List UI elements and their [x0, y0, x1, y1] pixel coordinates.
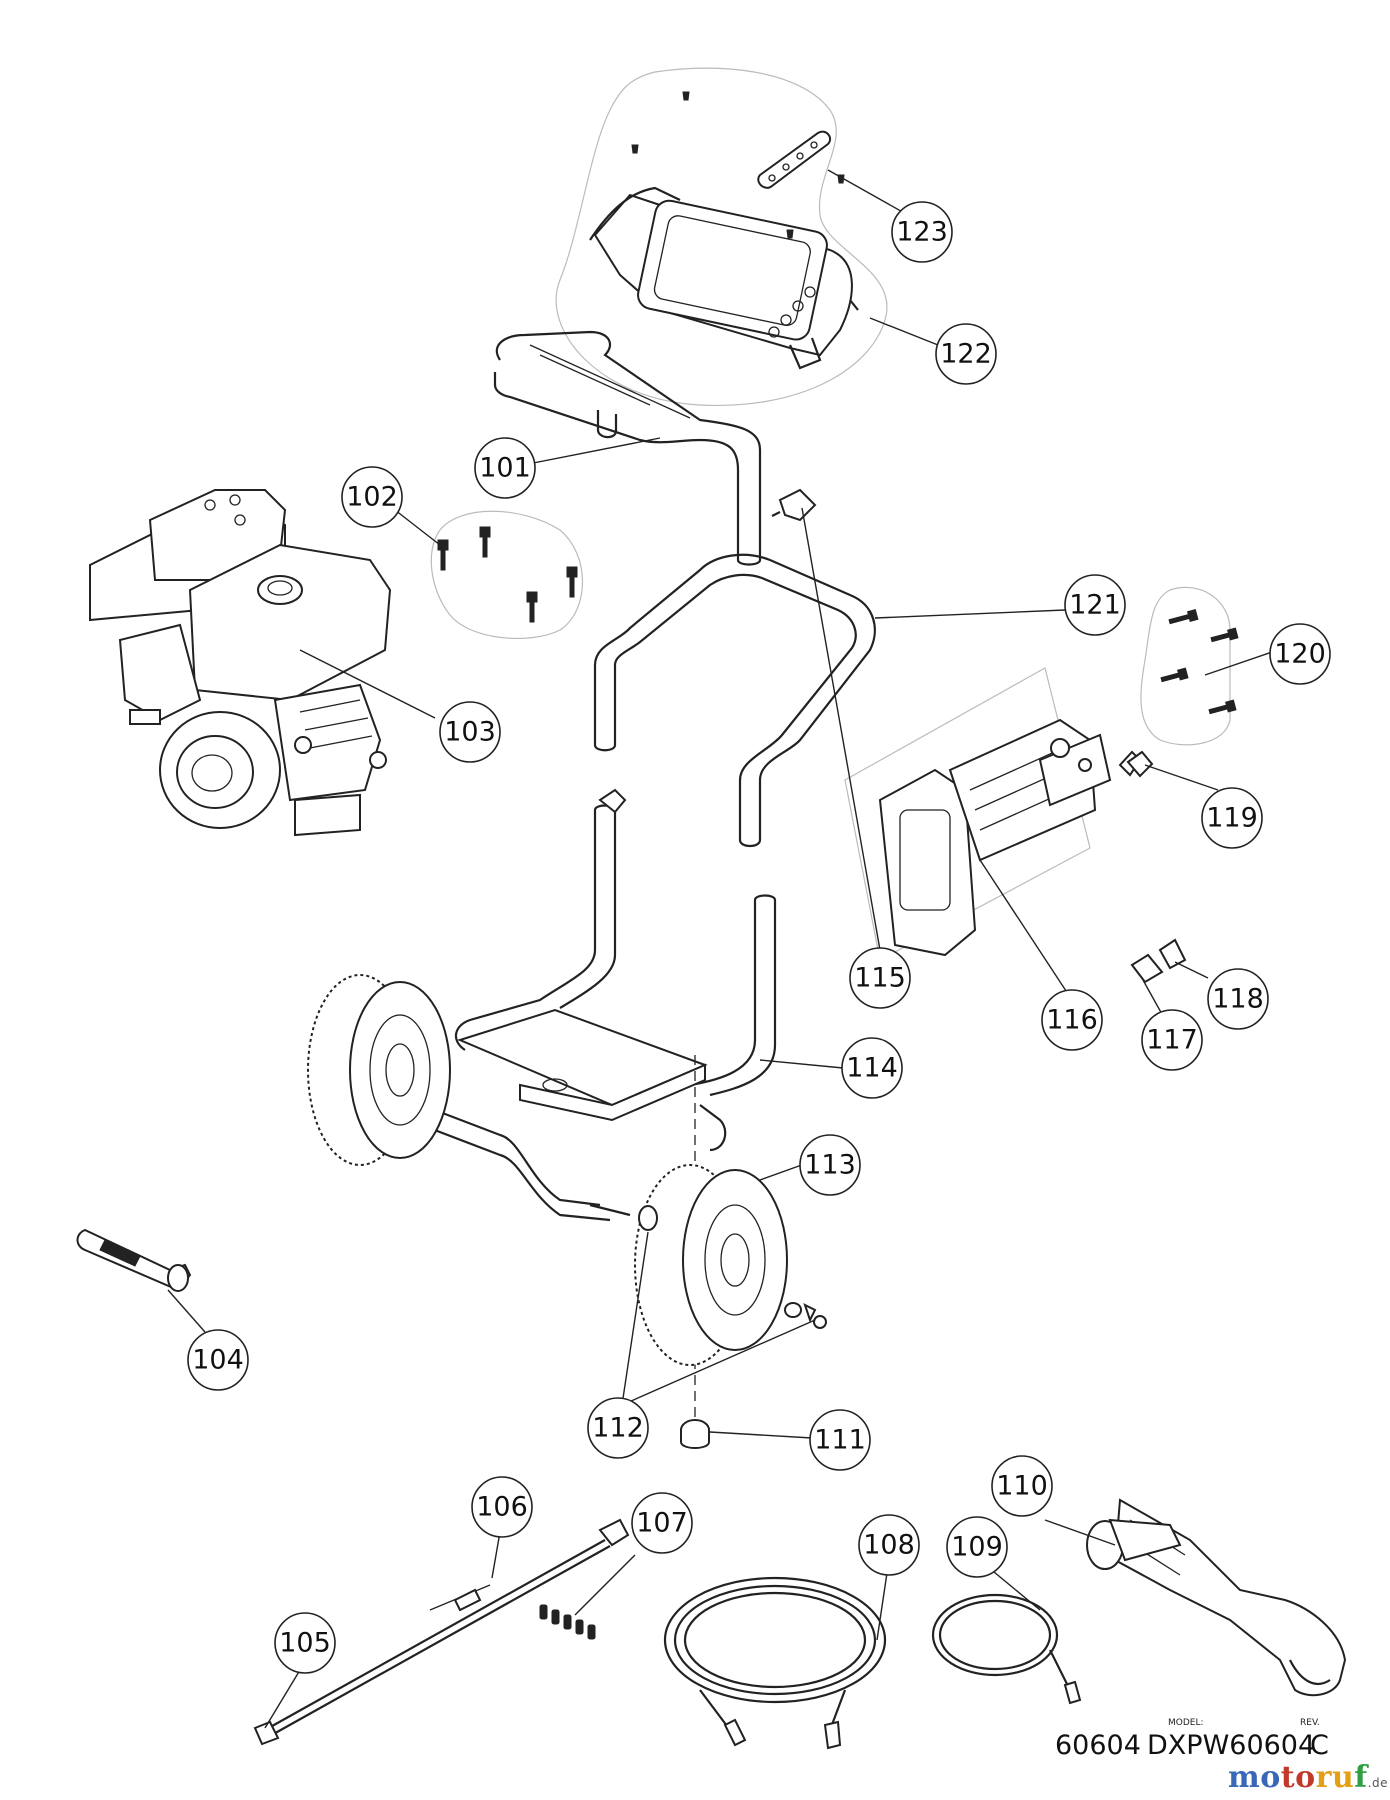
callout-label: 123: [896, 217, 948, 248]
callout-label: 115: [854, 963, 906, 994]
callout-112: 112: [587, 1397, 649, 1459]
callout-114: 114: [841, 1037, 903, 1099]
engine-part: [89, 489, 392, 837]
callout-117: 117: [1141, 1009, 1203, 1071]
callout-119: 119: [1201, 787, 1263, 849]
callout-104: 104: [187, 1329, 249, 1391]
callout-108: 108: [858, 1514, 920, 1576]
callout-label: 105: [279, 1628, 331, 1659]
callout-label: 107: [636, 1508, 688, 1539]
wheel-part: [634, 1164, 788, 1366]
rev-caption: REV.: [1300, 1718, 1320, 1728]
callout-label: 111: [814, 1425, 866, 1456]
model-number: DXPW60604: [1147, 1730, 1316, 1761]
callout-107: 107: [631, 1492, 693, 1554]
brand-part-1: mo: [1228, 1760, 1281, 1795]
callout-label: 117: [1146, 1025, 1198, 1056]
callout-label: 121: [1069, 590, 1121, 621]
spray-gun-part: [1086, 1498, 1347, 1697]
callout-120: 120: [1269, 623, 1331, 685]
callout-label: 110: [996, 1471, 1048, 1502]
callout-label: 109: [951, 1532, 1003, 1563]
upper-handle-part: [493, 330, 762, 566]
brand-suffix: .de: [1367, 1776, 1388, 1790]
small-hose-part: [931, 1593, 1082, 1705]
callout-label: 119: [1206, 803, 1258, 834]
control-panel-assembly: [555, 67, 888, 407]
callout-123: 123: [891, 201, 953, 263]
bolt-set-part: [430, 510, 584, 639]
label-decal-part: [429, 1584, 491, 1612]
callout-label: 114: [846, 1053, 898, 1084]
model-caption: MODEL:: [1168, 1718, 1204, 1728]
callout-113: 113: [799, 1134, 861, 1196]
callout-label: 122: [940, 339, 992, 370]
callout-105: 105: [274, 1612, 336, 1674]
washer-part: [638, 1205, 827, 1329]
cap-part: [680, 1419, 710, 1449]
callout-122: 122: [935, 323, 997, 385]
fitting-part: [1130, 938, 1187, 984]
callout-label: 118: [1212, 984, 1264, 1015]
hose-part: [663, 1576, 887, 1750]
elbow-fitting-part: [1126, 750, 1154, 778]
callout-label: 106: [476, 1492, 528, 1523]
doc-number: 60604: [1055, 1730, 1141, 1761]
callout-label: 112: [592, 1413, 644, 1444]
callout-label: 103: [444, 717, 496, 748]
callout-label: 101: [479, 453, 531, 484]
brand-watermark: motoruf.de: [1228, 1760, 1388, 1795]
callout-109: 109: [946, 1516, 1008, 1578]
callout-121: 121: [1064, 574, 1126, 636]
callout-110: 110: [991, 1455, 1053, 1517]
leader-lines: [167, 169, 1273, 1729]
callout-label: 104: [192, 1345, 244, 1376]
knob-part: [771, 488, 817, 522]
brand-part-3: ru: [1315, 1760, 1355, 1795]
callout-103: 103: [439, 701, 501, 763]
callout-101: 101: [474, 437, 536, 499]
callout-102: 102: [341, 466, 403, 528]
callout-label: 113: [804, 1150, 856, 1181]
brand-part-2: to: [1280, 1760, 1316, 1795]
wheel-part: [307, 974, 451, 1166]
lower-frame-handle-part: [593, 553, 876, 848]
callout-label: 108: [863, 1530, 915, 1561]
nozzle-set-part: [539, 1604, 596, 1640]
callout-106: 106: [471, 1476, 533, 1538]
callout-label: 102: [346, 482, 398, 513]
callout-116: 116: [1041, 989, 1103, 1051]
spray-lance-part: [253, 1518, 630, 1746]
bolt-set-part: [1140, 586, 1239, 746]
callout-111: 111: [809, 1409, 871, 1471]
callout-label: 120: [1274, 639, 1326, 670]
brand-part-4: f: [1354, 1760, 1368, 1795]
callout-label: 116: [1046, 1005, 1098, 1036]
callout-118: 118: [1207, 968, 1269, 1030]
grip-tube-part: [76, 1228, 192, 1292]
title-block: MODEL: REV. 60604 DXPW60604 C: [1055, 1718, 1355, 1762]
callout-115: 115: [849, 947, 911, 1009]
revision: C: [1310, 1730, 1329, 1761]
pump-assembly-part: [844, 667, 1142, 961]
